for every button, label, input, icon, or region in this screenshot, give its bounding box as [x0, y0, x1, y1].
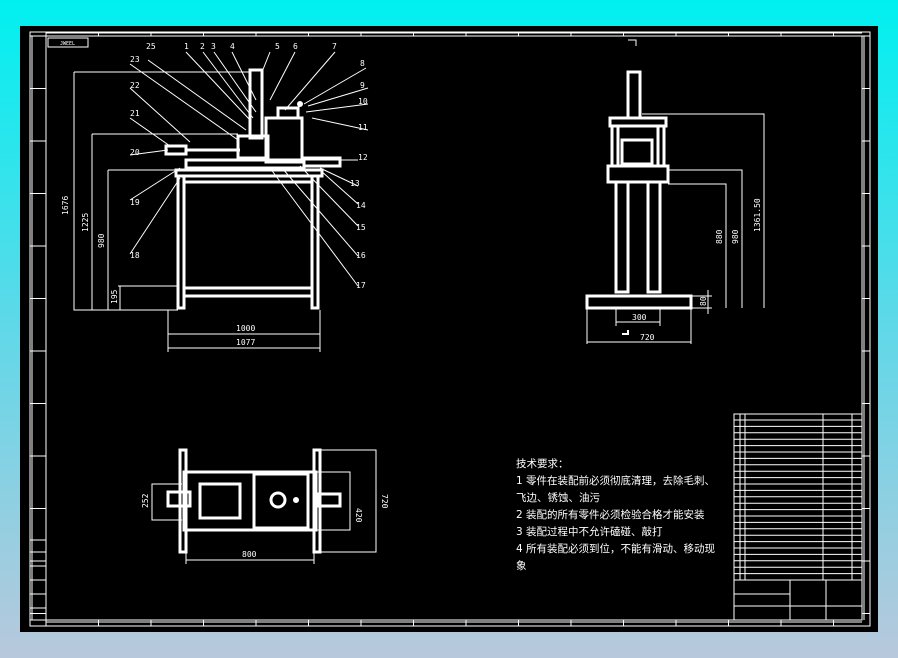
dim-text: 1676	[61, 196, 70, 215]
drawing-frame	[45, 35, 863, 621]
callout: 6	[293, 42, 298, 51]
dim-text: 720	[380, 494, 389, 509]
technical-requirements: 技术要求： 1 零件在装配前必须彻底清理，去除毛刺、 飞边、锈蚀、油污 2 装配…	[516, 456, 715, 575]
dim-text: 1361.50	[753, 198, 762, 232]
callout: 22	[130, 81, 140, 90]
callout: 8	[360, 59, 365, 68]
stamp-box	[47, 37, 89, 48]
cad-drawing: JWEEL 25 1 2 3 4 5 6 7 8 9 10	[29, 31, 871, 627]
dim-text: 980	[731, 229, 740, 244]
callout: 21	[130, 109, 140, 118]
note-line: 2 装配的所有零件必须检验合格才能安装	[516, 509, 705, 521]
top-dimension-lines	[151, 449, 377, 564]
callout: 2	[200, 42, 205, 51]
front-dimensions: 1676 1225 980 195 1000 1077	[61, 196, 255, 347]
dim-text: 195	[110, 289, 119, 304]
dim-text: 252	[141, 493, 150, 508]
callout: 20	[130, 148, 140, 157]
dim-text: 720	[640, 333, 655, 342]
side-dimension-lines	[586, 113, 765, 344]
callout: 4	[230, 42, 235, 51]
callout: 23	[130, 55, 140, 64]
note-line: 3 装配过程中不允许磕碰、敲打	[516, 526, 663, 538]
dim-text: 1000	[236, 324, 255, 333]
callout: 14	[356, 201, 366, 210]
note-line: 飞边、锈蚀、油污	[516, 492, 600, 504]
callout: 15	[356, 223, 366, 232]
top-view	[166, 448, 342, 554]
dim-text: 980	[97, 233, 106, 248]
notes-title: 技术要求：	[516, 458, 569, 470]
dim-text: 1077	[236, 338, 255, 347]
callout: 1	[184, 42, 189, 51]
dim-text: 80	[699, 296, 708, 306]
callout: 19	[130, 198, 140, 207]
border-ticks	[31, 32, 865, 623]
note-line: 1 零件在装配前必须彻底清理，去除毛刺、	[516, 475, 716, 487]
callout: 9	[360, 81, 365, 90]
callout: 17	[356, 281, 366, 290]
stamp-text: JWEEL	[60, 41, 75, 47]
leader-lines	[129, 51, 369, 287]
callout: 11	[358, 123, 368, 132]
callout: 13	[350, 179, 360, 188]
side-dimensions: 880 980 1361.50 80 300 720	[632, 198, 762, 342]
front-view	[164, 68, 342, 310]
callout: 3	[211, 42, 216, 51]
dim-text: 880	[715, 229, 724, 244]
part-callouts: 25 1 2 3 4 5 6 7 8 9 10 11 12 13 14 15 1…	[130, 42, 368, 290]
callout: 7	[332, 42, 337, 51]
dim-text: 1225	[81, 213, 90, 232]
callout: 5	[275, 42, 280, 51]
dim-text: 800	[242, 550, 257, 559]
front-dimension-lines	[73, 71, 321, 352]
callout: 25	[146, 42, 156, 51]
dim-text: 300	[632, 313, 647, 322]
parts-list-table	[733, 413, 863, 621]
top-dimensions: 252 420 720 800	[141, 493, 389, 559]
callout: 12	[358, 153, 368, 162]
side-view	[585, 70, 693, 310]
callout: 16	[356, 251, 366, 260]
corner-mark	[628, 39, 637, 46]
callout: 10	[358, 97, 368, 106]
callout: 18	[130, 251, 140, 260]
dim-text: 420	[354, 508, 363, 523]
outer-border	[29, 31, 871, 627]
revision-table	[29, 539, 47, 621]
cad-drawing-sheet: JWEEL 25 1 2 3 4 5 6 7 8 9 10	[20, 26, 878, 632]
note-line: 4 所有装配必须到位，不能有滑动、移动现	[516, 543, 716, 555]
zone-markers	[30, 32, 870, 626]
note-line: 象	[516, 560, 527, 572]
